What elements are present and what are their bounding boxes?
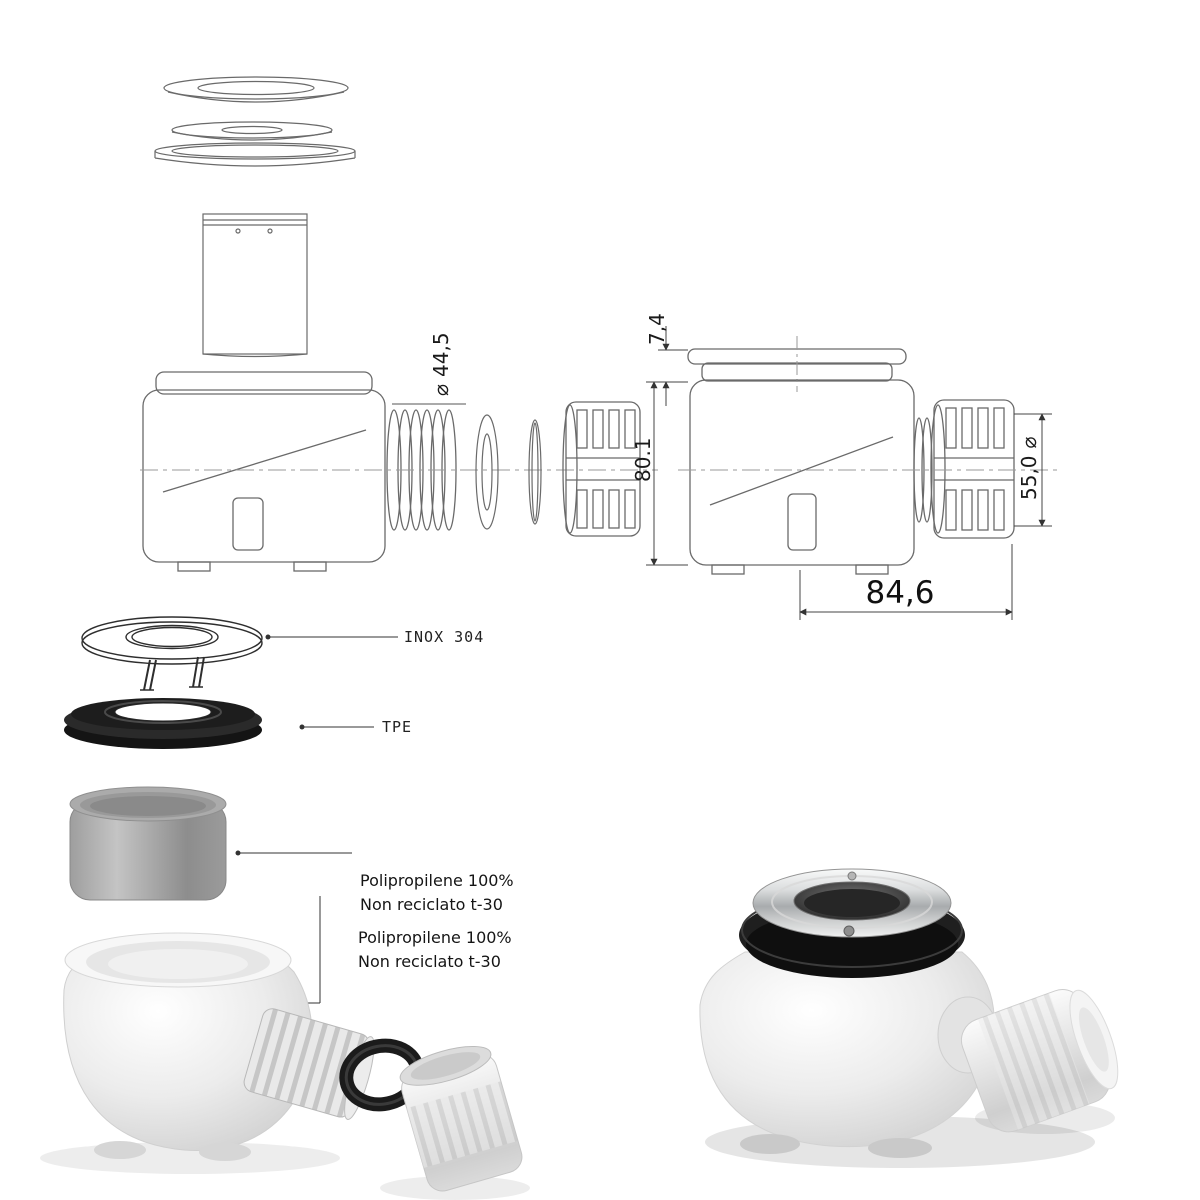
dim-body-height: 80.1 xyxy=(631,437,655,482)
label-inox: INOX 304 xyxy=(404,628,484,646)
render-exploded xyxy=(40,932,530,1200)
drawing-cover-plates xyxy=(154,76,356,167)
drawing-clamp-cylinder xyxy=(202,213,308,358)
dim-grid-diameter: ⌀44,5 xyxy=(429,332,453,396)
render-assembled-body xyxy=(699,951,995,1148)
label-body-material-line1: Polipropilene 100% xyxy=(358,928,512,947)
dim-overall-length: 84,6 xyxy=(865,575,934,611)
screw-icon xyxy=(843,925,855,937)
label-tpe: TPE xyxy=(382,718,412,736)
dim-grid-diameter-group: ⌀44,5 xyxy=(392,332,466,405)
drawing-dimensioned-view xyxy=(678,336,1058,575)
dim-outlet-diameter: 55,0⌀ xyxy=(1017,436,1041,500)
materials-exploded-view: INOX 304 TPE Polipropilene 100% Non reci… xyxy=(64,616,514,1004)
render-exploded-nut xyxy=(399,1046,523,1192)
dimension-lines xyxy=(646,326,1052,620)
tpe-gasket-drawing xyxy=(64,698,262,749)
render-assembled-chrome-ring xyxy=(752,868,952,938)
render-assembled xyxy=(699,868,1119,1168)
drawing-body-side-view xyxy=(140,371,658,572)
dim-flange-height: 7,4 xyxy=(645,313,669,345)
drawing-nut xyxy=(562,401,641,537)
pp-cup-render xyxy=(69,786,227,901)
label-body-material-line2: Non reciclato t-30 xyxy=(358,952,501,971)
screw-icon xyxy=(847,871,857,881)
label-cup-material-line2: Non reciclato t-30 xyxy=(360,895,503,914)
render-exploded-body xyxy=(63,932,375,1161)
inox-grate-drawing xyxy=(81,616,263,691)
label-cup-material-line1: Polipropilene 100% xyxy=(360,871,514,890)
drawing-washers xyxy=(475,414,542,530)
render-assembled-nut xyxy=(960,989,1119,1133)
